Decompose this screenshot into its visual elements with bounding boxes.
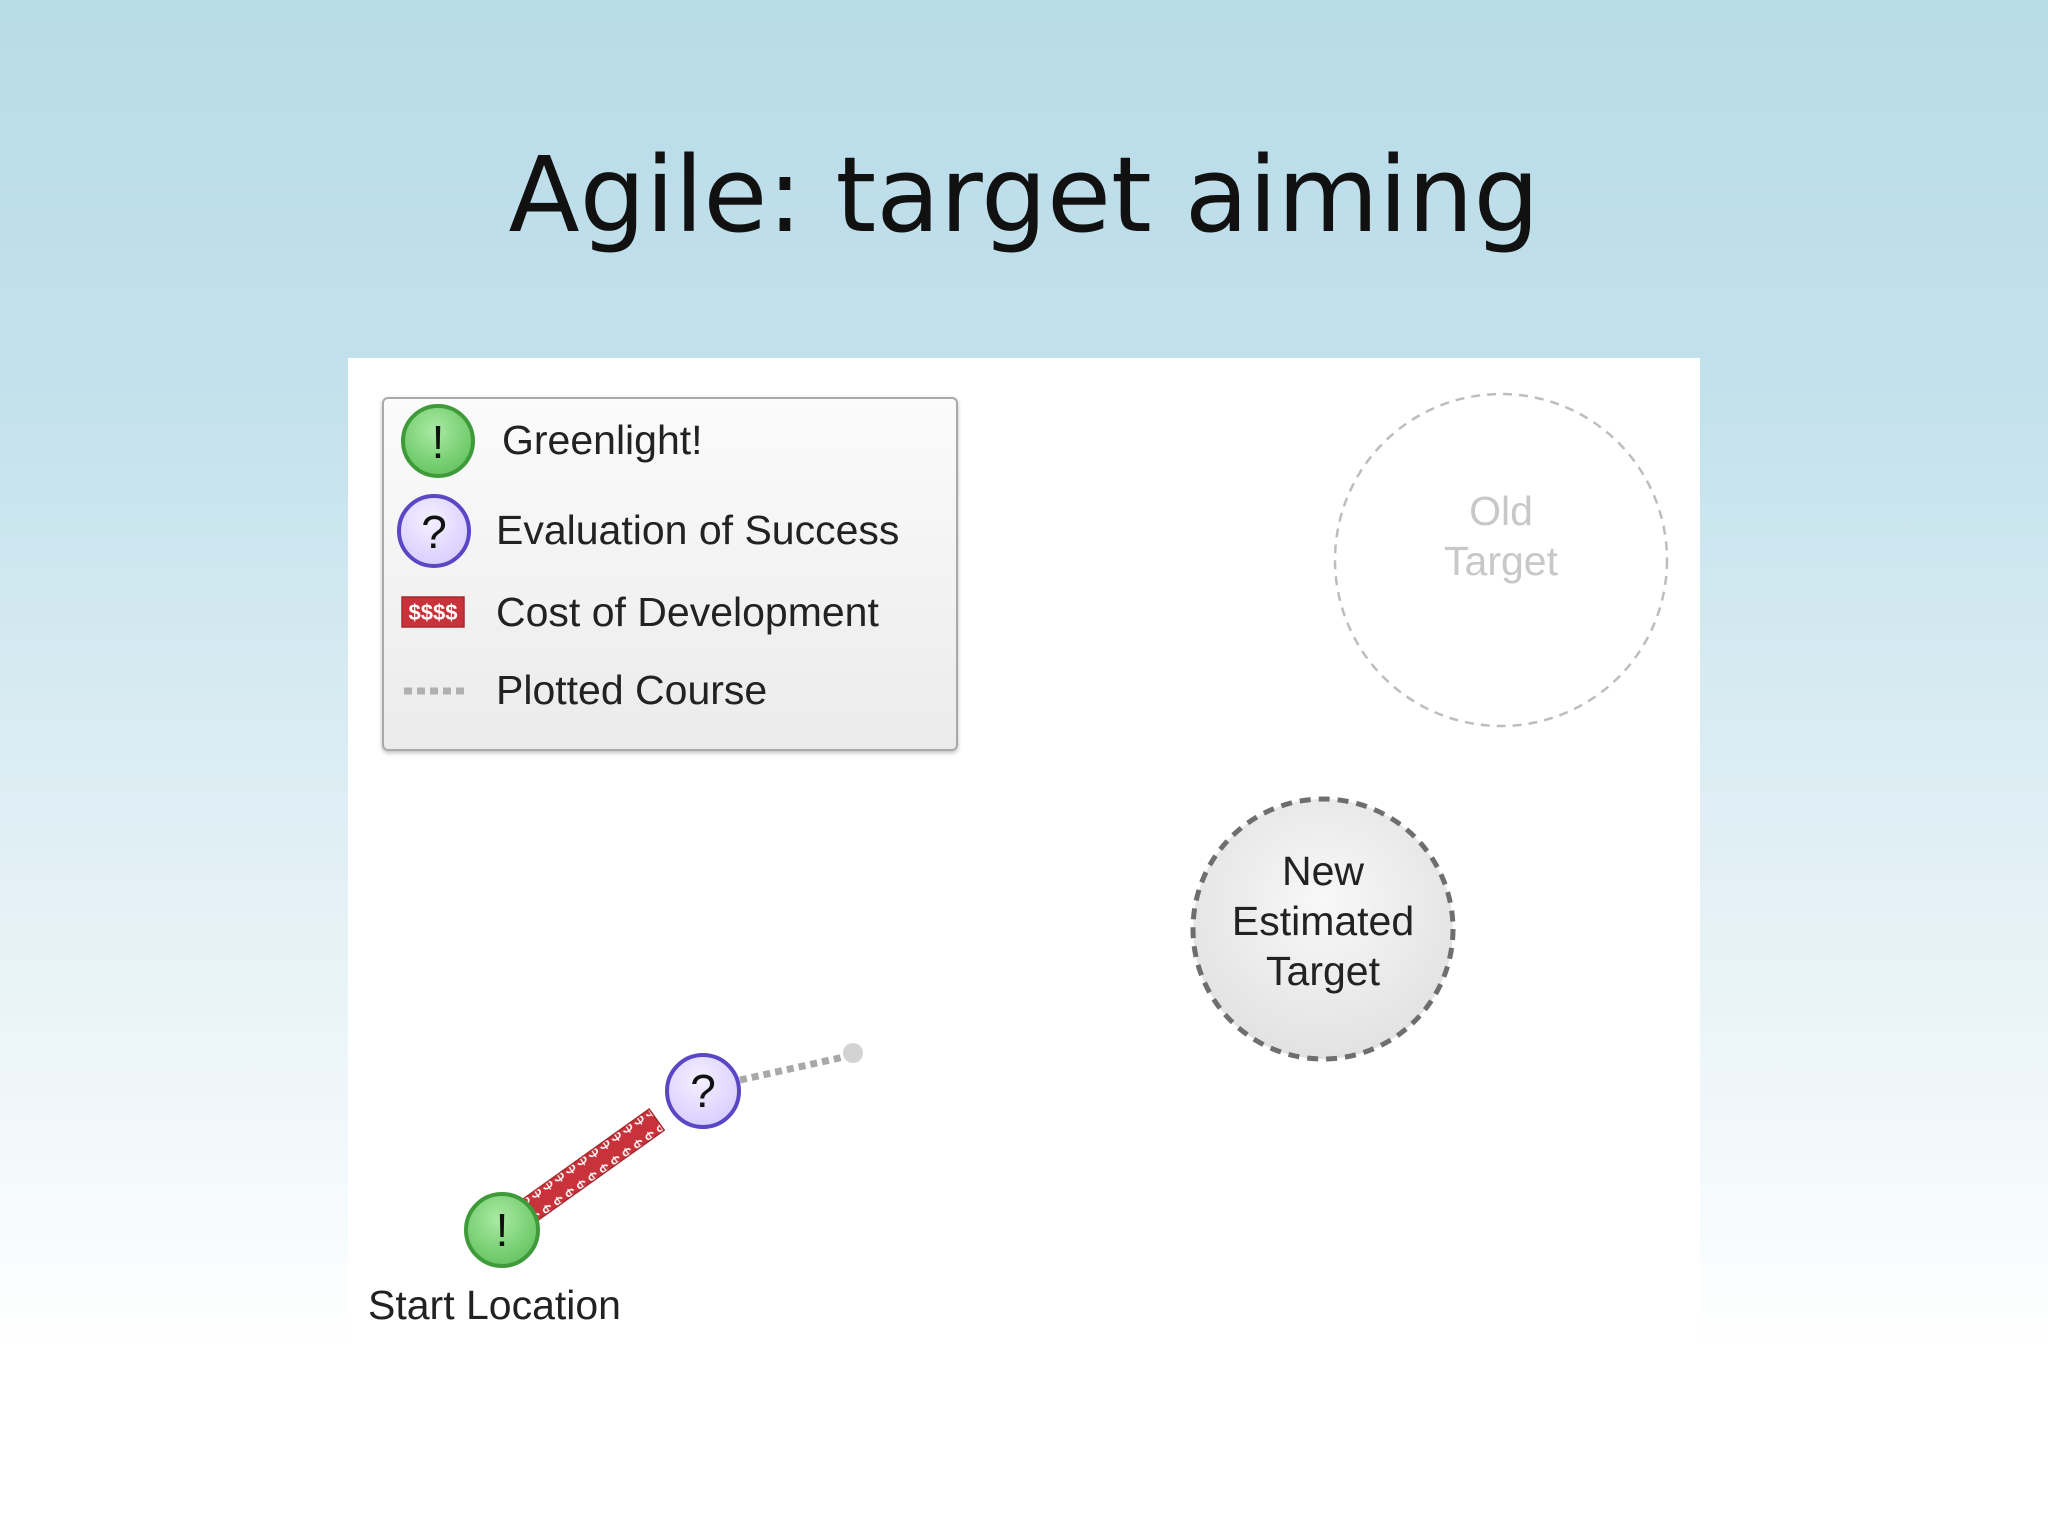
legend-item-greenlight: ! Greenlight! bbox=[384, 403, 956, 479]
old-target-line2: Target bbox=[1444, 538, 1558, 584]
old-target-circle bbox=[1333, 392, 1669, 728]
legend-item-evaluation: ? Evaluation of Success bbox=[384, 493, 956, 569]
cost-icon-symbol: $$$$ bbox=[409, 600, 458, 625]
new-target-line2: Estimated bbox=[1231, 898, 1415, 944]
start-greenlight-marker bbox=[464, 1192, 540, 1268]
greenlight-icon: ! bbox=[401, 404, 475, 478]
plotted-course-line bbox=[739, 1051, 854, 1084]
new-target-line3: Target bbox=[1266, 948, 1380, 994]
plotted-course-endpoint bbox=[843, 1043, 863, 1063]
cost-icon: $$$$ bbox=[401, 596, 465, 628]
old-target-label: Old Target bbox=[1421, 486, 1581, 586]
start-location-label: Start Location bbox=[368, 1282, 621, 1328]
plotted-course-icon bbox=[404, 687, 466, 695]
legend-label-greenlight: Greenlight! bbox=[502, 417, 703, 463]
legend-label-course: Plotted Course bbox=[496, 667, 768, 713]
legend-item-cost: $$$$ Cost of Development bbox=[384, 575, 956, 651]
legend: ! Greenlight! ? Evaluation of Success $$… bbox=[382, 397, 958, 751]
new-target-label: New Estimated Target bbox=[1213, 846, 1433, 996]
old-target-line1: Old bbox=[1469, 488, 1533, 534]
evaluation-icon-symbol: ? bbox=[421, 506, 447, 558]
start-greenlight-symbol: ! bbox=[496, 1204, 509, 1256]
evaluation-marker bbox=[665, 1053, 741, 1129]
diagram-panel: $ ! bbox=[348, 358, 1700, 1408]
legend-item-course: Plotted Course bbox=[384, 653, 956, 729]
diagram-canvas: $ ! bbox=[464, 392, 1669, 1268]
new-target-line1: New bbox=[1281, 848, 1365, 894]
legend-label-evaluation: Evaluation of Success bbox=[496, 507, 900, 553]
greenlight-icon-symbol: ! bbox=[432, 416, 445, 468]
new-target-circle bbox=[1190, 796, 1456, 1062]
slide-title: Agile: target aiming bbox=[508, 134, 1540, 256]
legend-label-cost: Cost of Development bbox=[496, 589, 879, 635]
evaluation-symbol: ? bbox=[690, 1065, 716, 1117]
evaluation-icon: ? bbox=[397, 494, 471, 568]
